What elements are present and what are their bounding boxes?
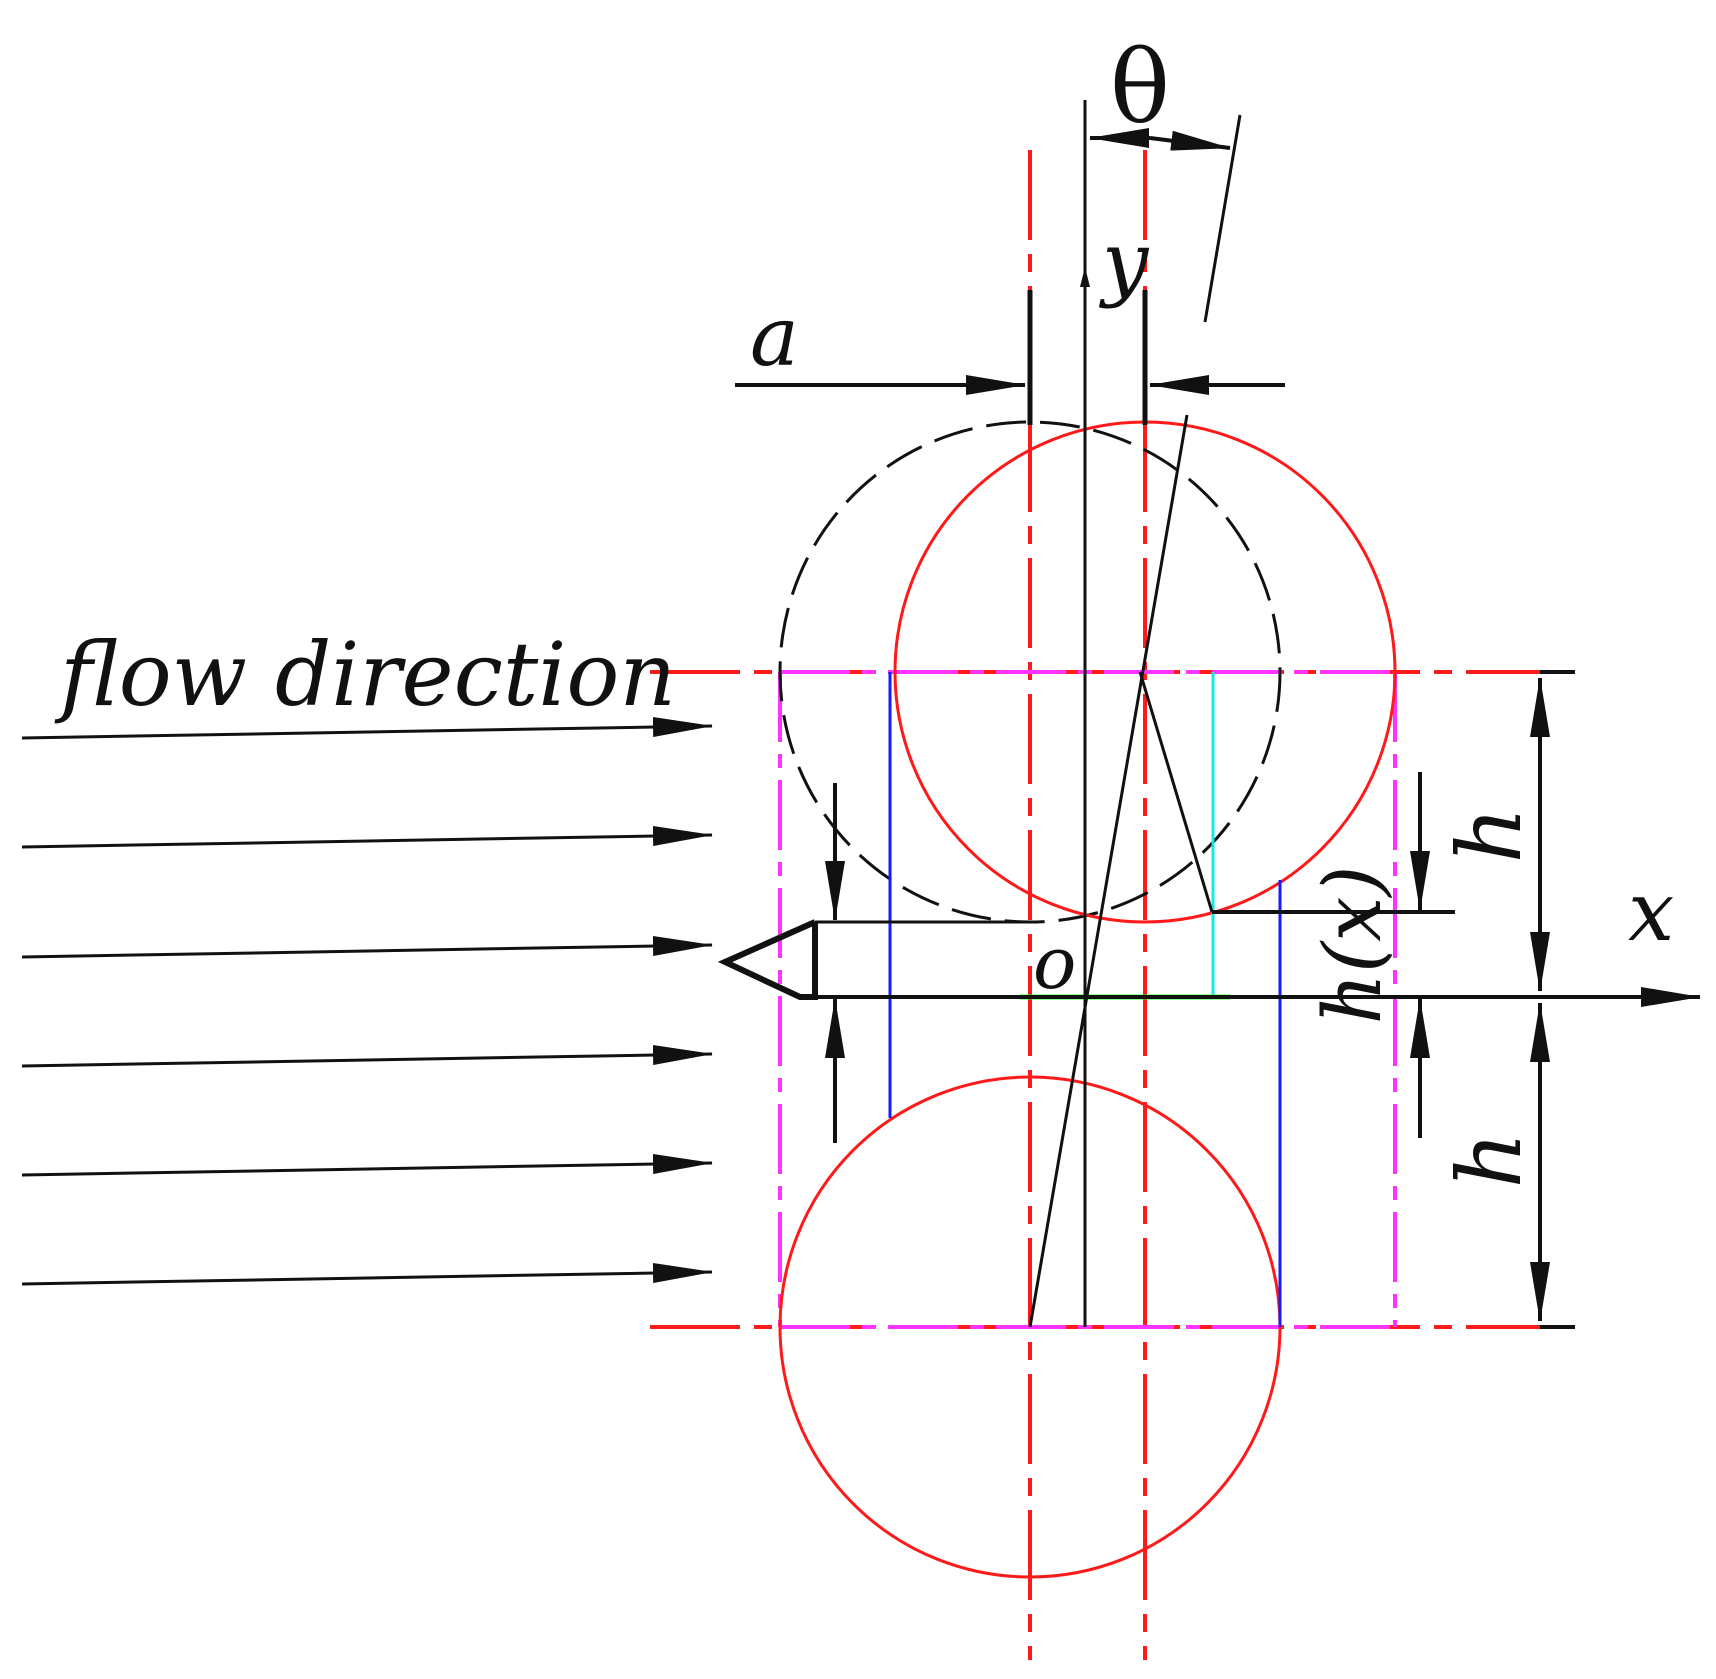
theta-label: θ <box>1110 29 1170 146</box>
flow-arrow <box>21 1045 713 1068</box>
origin-label: o <box>1033 921 1076 1005</box>
h-top-label: h <box>1438 807 1541 864</box>
x-label: x <box>1628 865 1674 960</box>
flow-arrow <box>21 1263 713 1286</box>
theta-dim-right <box>1149 130 1231 151</box>
flow-arrow <box>21 717 713 740</box>
h-bottom-label: h <box>1438 1132 1541 1189</box>
nozzle-marker <box>717 919 818 1000</box>
magenta-frame <box>778 670 1397 1329</box>
y-label: y <box>1098 215 1150 310</box>
flow-direction-label: flow direction <box>54 623 676 726</box>
a-label: a <box>750 290 799 385</box>
flow-arrow <box>21 826 713 849</box>
rotated-line-short <box>1138 671 1214 913</box>
rotated-line-long <box>1028 414 1189 1328</box>
theta-reference-line <box>1203 114 1242 323</box>
flow-arrows <box>21 717 713 1286</box>
flow-arrow <box>21 1154 713 1177</box>
flow-arrow <box>21 936 713 959</box>
h-x-label: h(x) <box>1306 865 1399 1024</box>
